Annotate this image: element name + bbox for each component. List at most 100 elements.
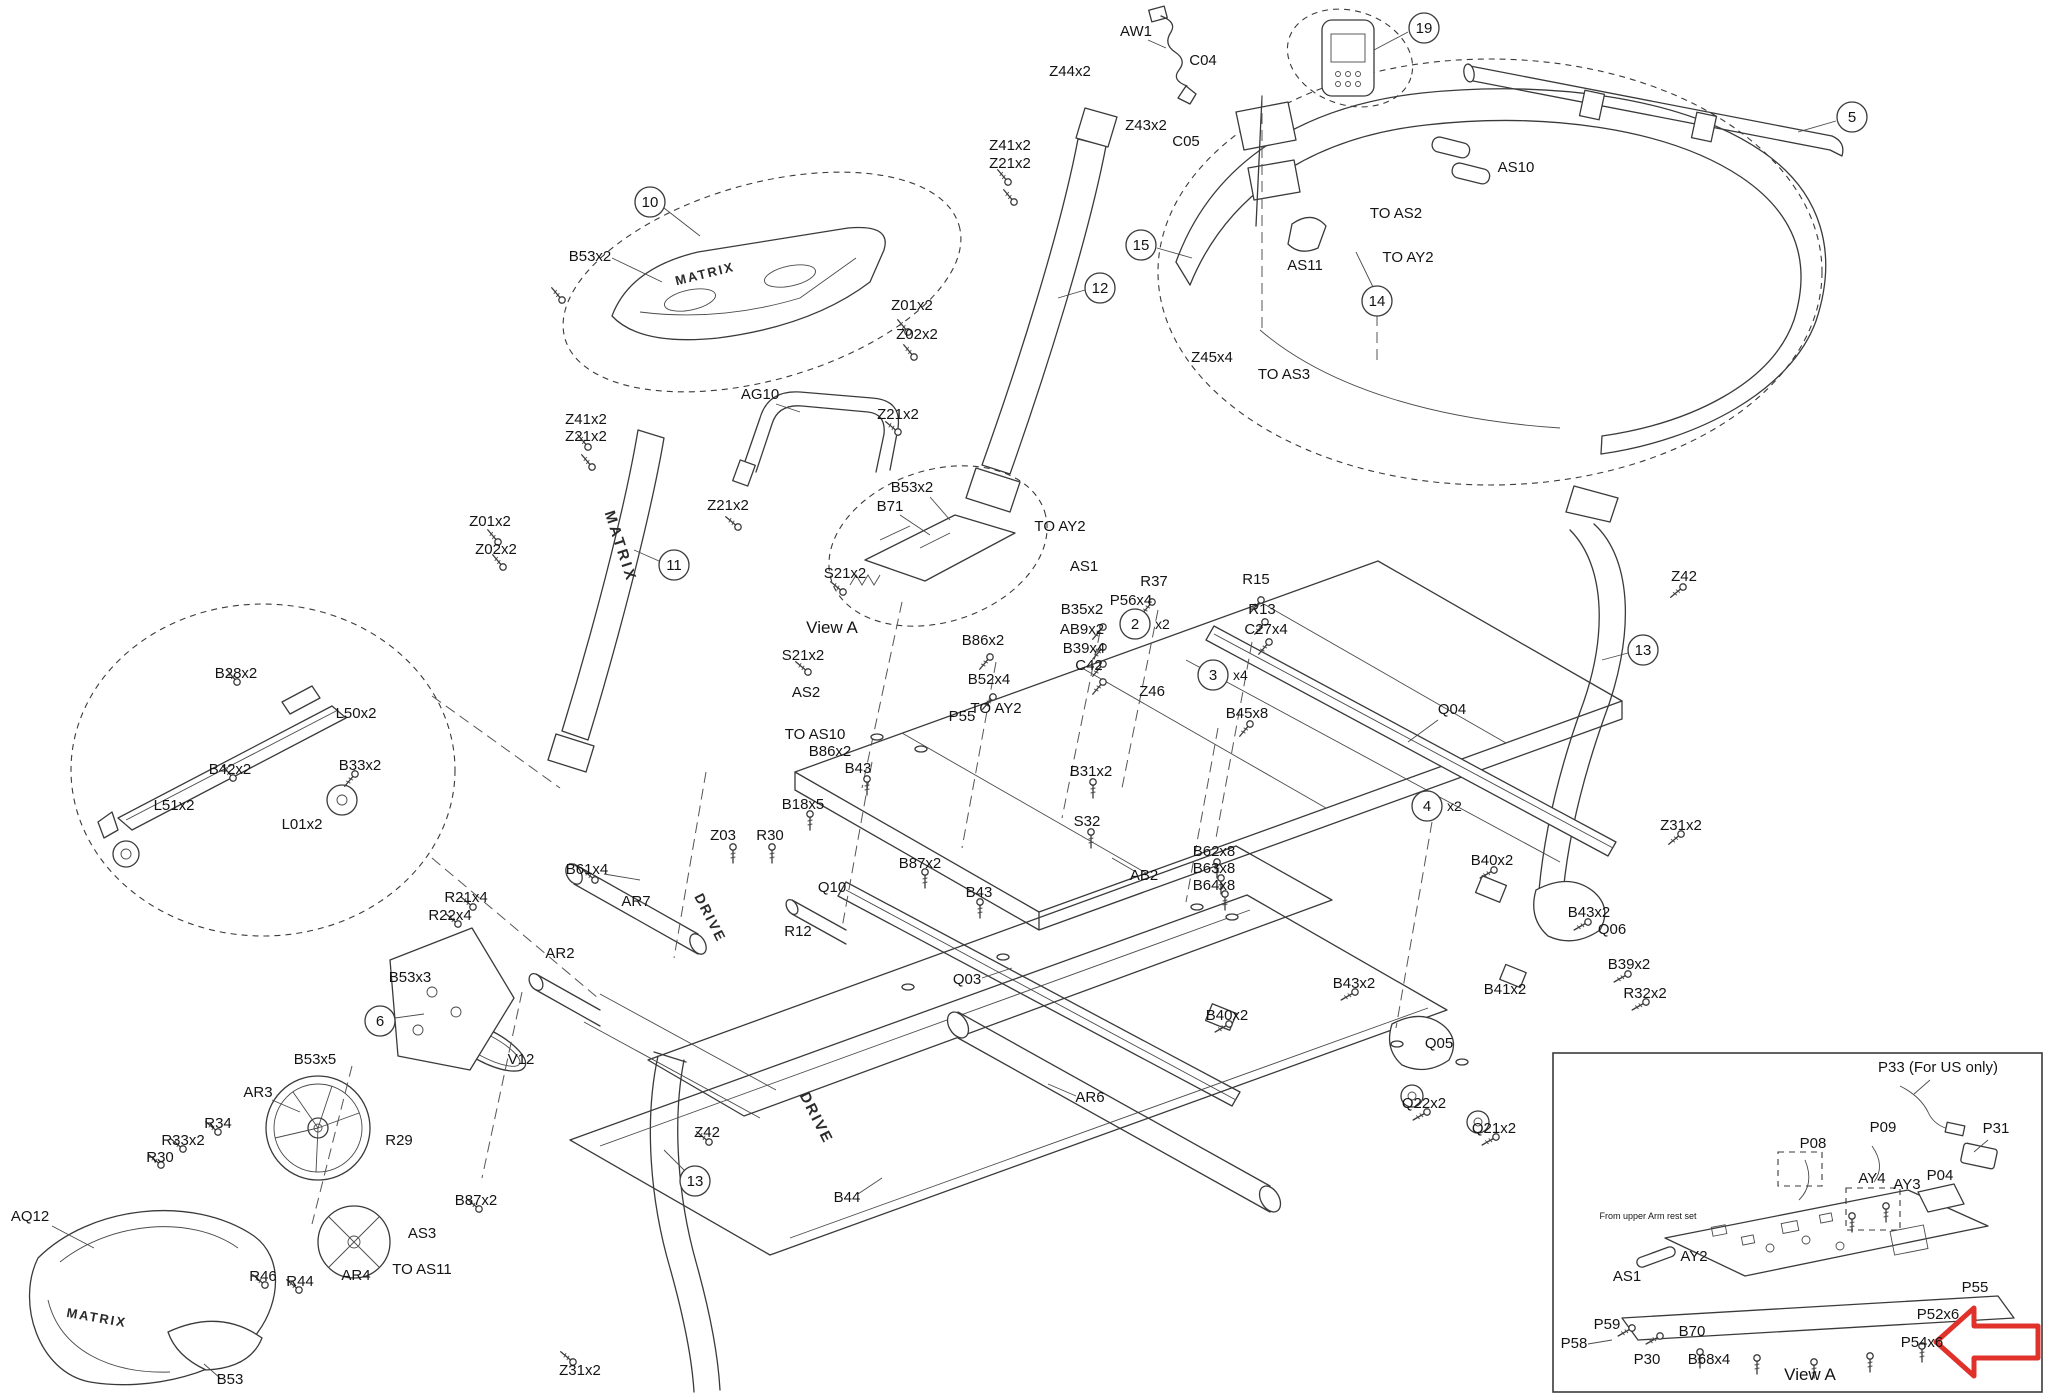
screw bbox=[863, 775, 871, 796]
part-label: S21x2 bbox=[782, 647, 825, 664]
screw bbox=[1617, 1324, 1636, 1337]
part-label: B31x2 bbox=[1070, 763, 1113, 780]
leader-line bbox=[1913, 1079, 1931, 1095]
screw bbox=[976, 898, 984, 919]
part-label: AS1 bbox=[1613, 1268, 1641, 1285]
rollers bbox=[528, 863, 1282, 1213]
side-rails bbox=[837, 625, 1617, 1107]
callout-number: 15 bbox=[1133, 237, 1150, 254]
part-label: R30 bbox=[146, 1149, 174, 1166]
brand-text: MATRIX bbox=[674, 259, 737, 288]
screw bbox=[1254, 618, 1269, 635]
leader-lines bbox=[51, 31, 1989, 1379]
part-label: S32 bbox=[1074, 813, 1101, 830]
watch-body bbox=[1321, 19, 1375, 97]
construction-line bbox=[961, 661, 997, 849]
motor-bracket-plate bbox=[389, 927, 515, 1071]
front-roller bbox=[957, 1011, 1271, 1213]
screw bbox=[222, 765, 237, 782]
part-label: Z45x4 bbox=[1191, 349, 1233, 366]
callout-number: 4 bbox=[1423, 798, 1431, 815]
part-label: Q06 bbox=[1598, 921, 1626, 938]
console-mount-plate bbox=[1235, 101, 1297, 151]
part-label: AR6 bbox=[1075, 1089, 1104, 1106]
screw bbox=[205, 1121, 222, 1136]
part-label: From upper Arm rest set bbox=[1599, 1211, 1697, 1221]
part-label: AR4 bbox=[341, 1267, 370, 1284]
screw bbox=[729, 843, 737, 864]
part-label: P09 bbox=[1870, 1119, 1897, 1136]
handlebar-tube bbox=[1175, 88, 1827, 455]
part-label: Z01x2 bbox=[469, 513, 511, 530]
callout-number: 12 bbox=[1092, 280, 1109, 297]
part-label: B40x2 bbox=[1206, 1007, 1249, 1024]
screw bbox=[1918, 1342, 1926, 1363]
part-label: AS2 bbox=[792, 684, 820, 701]
callout-number: 10 bbox=[642, 194, 659, 211]
p04-part bbox=[1917, 1183, 1965, 1213]
part-label: B53x2 bbox=[569, 248, 612, 265]
part-label: B44 bbox=[834, 1189, 861, 1206]
screw bbox=[725, 516, 742, 531]
screw bbox=[1631, 998, 1650, 1011]
part-label: P04 bbox=[1927, 1167, 1954, 1184]
washer bbox=[914, 745, 928, 753]
part-label: Q22x2 bbox=[1402, 1095, 1446, 1112]
screw bbox=[551, 287, 566, 304]
screw bbox=[1810, 1358, 1818, 1379]
part-label: C42 bbox=[1075, 657, 1103, 674]
part-label: B39x2 bbox=[1608, 956, 1651, 973]
washers bbox=[870, 733, 1469, 1066]
screw bbox=[1882, 1202, 1890, 1223]
cup-holder bbox=[1287, 216, 1327, 252]
screw bbox=[1213, 858, 1221, 879]
part-label: P59 bbox=[1594, 1316, 1621, 1333]
brand-text: DRIVE bbox=[796, 1089, 836, 1146]
screw bbox=[1848, 1212, 1856, 1233]
screw bbox=[921, 868, 929, 889]
part-label: B61x4 bbox=[566, 861, 609, 878]
washer bbox=[1190, 903, 1204, 911]
console-assembly bbox=[562, 171, 962, 393]
part-label: C04 bbox=[1189, 52, 1217, 69]
part-label: C27x4 bbox=[1244, 621, 1287, 638]
part-label: B62x8 bbox=[1193, 843, 1236, 860]
part-label: B40x2 bbox=[1471, 852, 1514, 869]
callout-number: 19 bbox=[1416, 20, 1433, 37]
part-label: AR7 bbox=[621, 893, 650, 910]
part-label: Z21x2 bbox=[565, 428, 607, 445]
callout-circle bbox=[364, 1005, 396, 1037]
part-label: Z44x2 bbox=[1049, 63, 1091, 80]
stabilizer-bar bbox=[117, 705, 347, 831]
screw bbox=[582, 869, 599, 884]
callout-circle bbox=[679, 1165, 711, 1197]
part-label: B43x2 bbox=[1333, 975, 1376, 992]
construction-line bbox=[673, 771, 707, 959]
part-label: AQ12 bbox=[11, 1208, 49, 1225]
part-label: AG10 bbox=[741, 386, 779, 403]
callout-circle bbox=[1119, 608, 1151, 640]
part-label: AB9x2 bbox=[1060, 621, 1104, 638]
part-label: Z46 bbox=[1139, 683, 1165, 700]
callout-circle bbox=[1627, 634, 1659, 666]
part-label: V12 bbox=[508, 1051, 535, 1068]
part-label: Z42 bbox=[694, 1124, 720, 1141]
deck-board bbox=[647, 845, 1333, 1117]
part-label: S21x2 bbox=[824, 565, 867, 582]
construction-line bbox=[481, 991, 523, 1179]
screw bbox=[1087, 828, 1095, 849]
part-label: Z02x2 bbox=[475, 541, 517, 558]
screw bbox=[768, 843, 776, 864]
rear-upright-right bbox=[1535, 485, 1627, 907]
as1-part bbox=[1636, 1246, 1676, 1268]
screw bbox=[1670, 583, 1687, 598]
part-label: P55 bbox=[1962, 1279, 1989, 1296]
callout-circle bbox=[1411, 790, 1443, 822]
part-label: L51x2 bbox=[154, 797, 195, 814]
part-label: AR2 bbox=[545, 945, 574, 962]
console-mast-right bbox=[965, 107, 1118, 513]
screw bbox=[806, 810, 814, 831]
callout-circle bbox=[1125, 229, 1157, 261]
callout-number: 13 bbox=[1635, 642, 1652, 659]
callout-number: 14 bbox=[1369, 293, 1386, 310]
